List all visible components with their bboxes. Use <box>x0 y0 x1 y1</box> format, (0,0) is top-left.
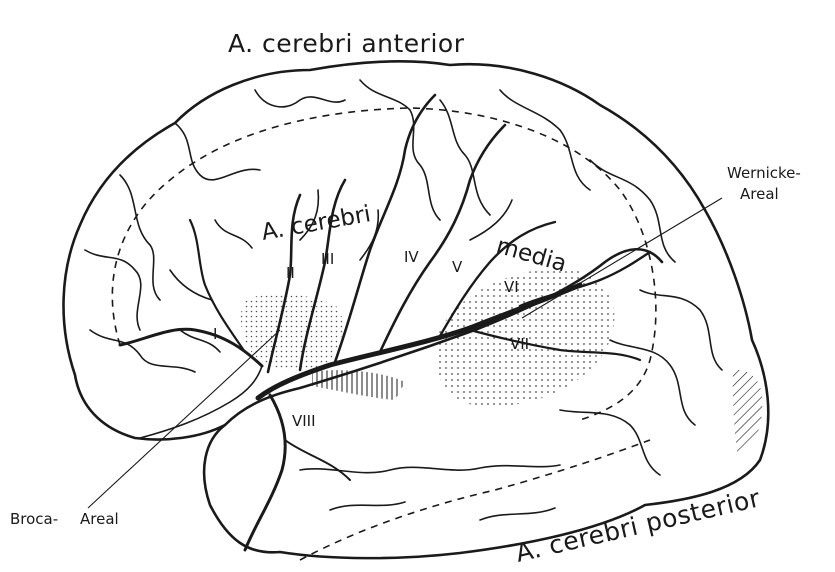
branch-label-4: IV <box>404 248 419 266</box>
gyri <box>85 80 722 520</box>
branch-label-3: III <box>321 250 334 268</box>
branch-label-8: VIII <box>292 412 316 430</box>
branch-label-6: VI <box>504 278 519 296</box>
wernicke-label-line1: Wernicke- <box>727 164 801 182</box>
branch-label-7: VII <box>510 335 529 353</box>
broca-label-line1: Broca- <box>10 510 58 528</box>
mca-label-line2: media <box>493 233 569 278</box>
branch-label-5: V <box>452 258 463 276</box>
aca-label: A. cerebri anterior <box>228 29 465 58</box>
brain-outline <box>64 61 769 558</box>
auditory-area-hatch <box>312 370 405 400</box>
frontal-operculum-edge <box>140 366 262 438</box>
pca-label: A. cerebri posterior <box>513 483 763 568</box>
visual-area-hatch <box>733 370 763 458</box>
mca-label-line1: A. cerebri <box>260 201 373 246</box>
wernicke-label-line2: Areal <box>740 185 779 203</box>
broca-label-line2: Areal <box>80 510 119 528</box>
broca-pointer <box>88 330 280 508</box>
branch-label-2: II <box>286 264 295 282</box>
branch-label-1: I <box>213 325 217 343</box>
